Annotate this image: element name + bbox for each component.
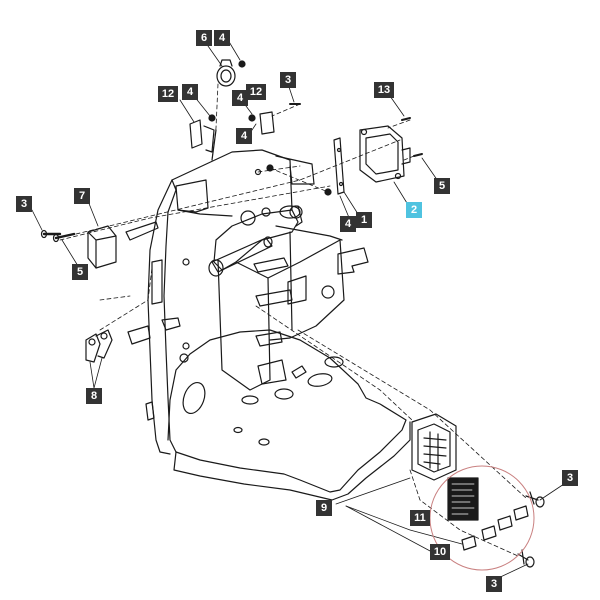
callout-8[interactable]: 8	[86, 388, 102, 404]
callout-4[interactable]: 4	[182, 84, 198, 100]
callout-9[interactable]: 9	[316, 500, 332, 516]
callout-11[interactable]: 11	[410, 510, 430, 526]
callout-3[interactable]: 3	[16, 196, 32, 212]
callout-7[interactable]: 7	[74, 188, 90, 204]
callout-4[interactable]: 4	[340, 216, 356, 232]
callout-3[interactable]: 3	[562, 470, 578, 486]
leader-lines	[31, 39, 571, 581]
callout-6[interactable]: 6	[196, 30, 212, 46]
callout-12[interactable]: 12	[158, 86, 178, 102]
callout-2-highlighted[interactable]: 2	[406, 202, 422, 218]
callout-4[interactable]: 4	[232, 90, 248, 106]
callout-13[interactable]: 13	[374, 82, 394, 98]
components	[40, 59, 545, 568]
callout-5[interactable]: 5	[434, 178, 450, 194]
callout-5[interactable]: 5	[72, 264, 88, 280]
callout-3[interactable]: 3	[280, 72, 296, 88]
detail-circle	[429, 465, 535, 571]
callout-10[interactable]: 10	[430, 544, 450, 560]
callout-12[interactable]: 12	[246, 84, 266, 100]
callout-4[interactable]: 4	[214, 30, 230, 46]
chassis-frame	[125, 149, 411, 501]
callout-1[interactable]: 1	[356, 212, 372, 228]
callout-4[interactable]: 4	[236, 128, 252, 144]
callout-3[interactable]: 3	[486, 576, 502, 592]
alignment-lines	[59, 83, 527, 557]
